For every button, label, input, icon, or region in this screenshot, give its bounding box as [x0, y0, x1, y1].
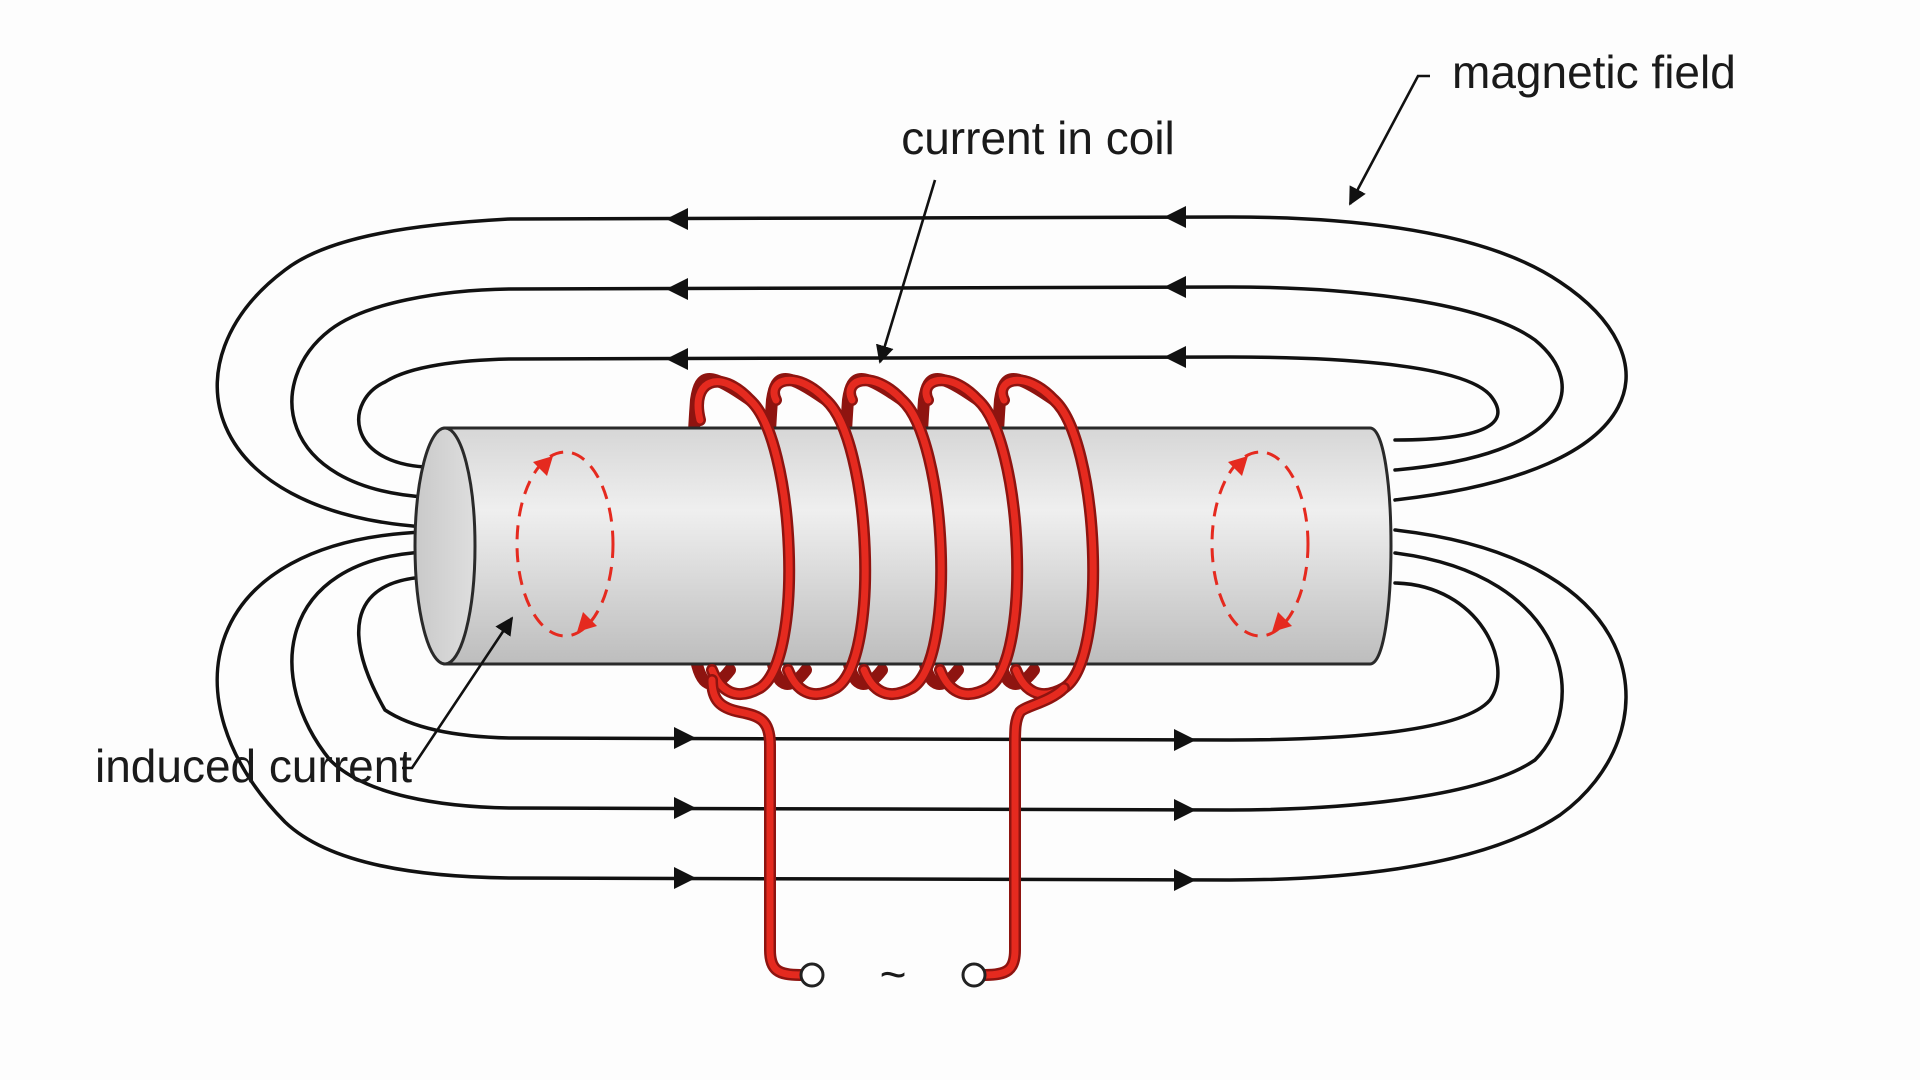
- label-current-in-coil-group: current in coil: [876, 112, 1175, 364]
- field-arrow-left-icon: [1164, 276, 1186, 298]
- field-line-lower-inner: [357, 575, 1500, 742]
- field-arrow-right-icon: [674, 797, 696, 819]
- coil-leads: [706, 674, 1070, 981]
- label-magnetic-field: magnetic field: [1452, 46, 1736, 98]
- leader-current-in-coil: [876, 179, 937, 364]
- field-line-upper-middle: [290, 285, 1564, 499]
- field-lines-upper: [215, 215, 1628, 529]
- coil-turn-4: [922, 376, 1021, 698]
- terminal-left: [799, 962, 825, 988]
- leader-magnetic-field: [1348, 74, 1430, 206]
- label-induced-current-group: induced current: [95, 616, 514, 792]
- coil-lead-left: [708, 676, 812, 979]
- field-arrow-right-icon: [674, 867, 696, 889]
- coil-turn-1: [694, 378, 793, 698]
- field-arrow-left-icon: [666, 278, 688, 300]
- field-line-upper-outer: [215, 215, 1628, 529]
- field-lines-lower: [215, 528, 1628, 882]
- leader-induced-current: [402, 616, 514, 770]
- coil-lead-right: [974, 684, 1068, 979]
- rod-body: [443, 426, 1393, 666]
- field-arrow-right-icon: [1174, 869, 1196, 891]
- eddy-arrow-icon: [1228, 456, 1248, 476]
- field-arrow-right-icon: [674, 727, 696, 749]
- eddy-arrow-icon: [577, 612, 597, 632]
- ac-source: ~: [799, 948, 987, 1000]
- field-arrow-left-icon: [666, 348, 688, 370]
- field-line-lower-outer: [215, 528, 1628, 882]
- field-arrow-left-icon: [1164, 346, 1186, 368]
- field-arrow-right-icon: [1174, 799, 1196, 821]
- metal-rod: [413, 426, 1393, 666]
- rod-end-cap: [413, 426, 477, 666]
- coil-turn-2: [770, 376, 869, 698]
- eddy-loop-right: [1210, 450, 1310, 638]
- label-magnetic-field-group: magnetic field: [1348, 46, 1736, 206]
- terminal-right: [961, 962, 987, 988]
- field-line-upper-inner: [357, 355, 1500, 469]
- label-induced-current: induced current: [95, 740, 412, 792]
- field-arrow-right-icon: [1174, 729, 1196, 751]
- induced-current-loops: [515, 450, 1310, 638]
- ac-source-symbol: ~: [880, 948, 907, 1000]
- coil-turn-3: [846, 376, 945, 698]
- eddy-arrow-icon: [1272, 612, 1292, 632]
- field-arrowheads: [666, 206, 1196, 891]
- label-current-in-coil: current in coil: [901, 112, 1175, 164]
- field-arrow-left-icon: [1164, 206, 1186, 228]
- field-arrow-left-icon: [666, 208, 688, 230]
- eddy-loop-left: [515, 450, 615, 638]
- field-line-lower-middle: [290, 550, 1564, 812]
- eddy-arrow-icon: [533, 456, 553, 476]
